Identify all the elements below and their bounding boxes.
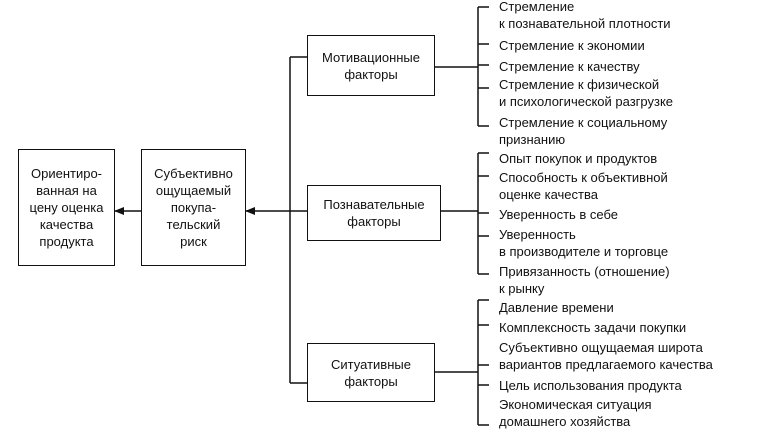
perceived-risk-box: Субъективно ощущаемый покупа- тельский р…	[141, 149, 246, 266]
cognitive-factors-box: Познавательные факторы	[307, 185, 441, 241]
situational-item: Комплексность задачи покупки	[499, 320, 687, 335]
motivational-item: Стремление к социальному признанию	[499, 115, 668, 147]
situational-item: Экономическая ситуация домашнего хозяйст…	[499, 397, 652, 429]
situational-factors-box: Ситуативные факторы	[307, 343, 435, 402]
cognitive-item: Уверенность в себе	[499, 207, 619, 222]
motivational-factors-box: Мотивационные факторы	[307, 35, 435, 96]
cognitive-item: Опыт покупок и продуктов	[499, 151, 658, 166]
cognitive-item: Уверенность в производителе и торговце	[499, 227, 669, 259]
cognitive-item: Привязанность (отношение) к рынку	[499, 264, 670, 296]
motivational-item: Стремление к познавательной плотности	[499, 0, 671, 31]
situational-item: Давление времени	[499, 300, 614, 315]
situational-item: Субъективно ощущаемая широта вариантов п…	[499, 340, 713, 372]
situational-item: Цель использования продукта	[499, 378, 682, 393]
motivational-item: Стремление к экономии	[499, 38, 645, 53]
motivational-item: Стремление к физической и психологическо…	[499, 77, 674, 109]
motivational-item: Стремление к качеству	[499, 59, 640, 74]
result-box: Ориентиро- ванная на цену оценка качеств…	[18, 149, 115, 266]
cognitive-item: Способность к объективной оценке качеств…	[499, 170, 668, 202]
